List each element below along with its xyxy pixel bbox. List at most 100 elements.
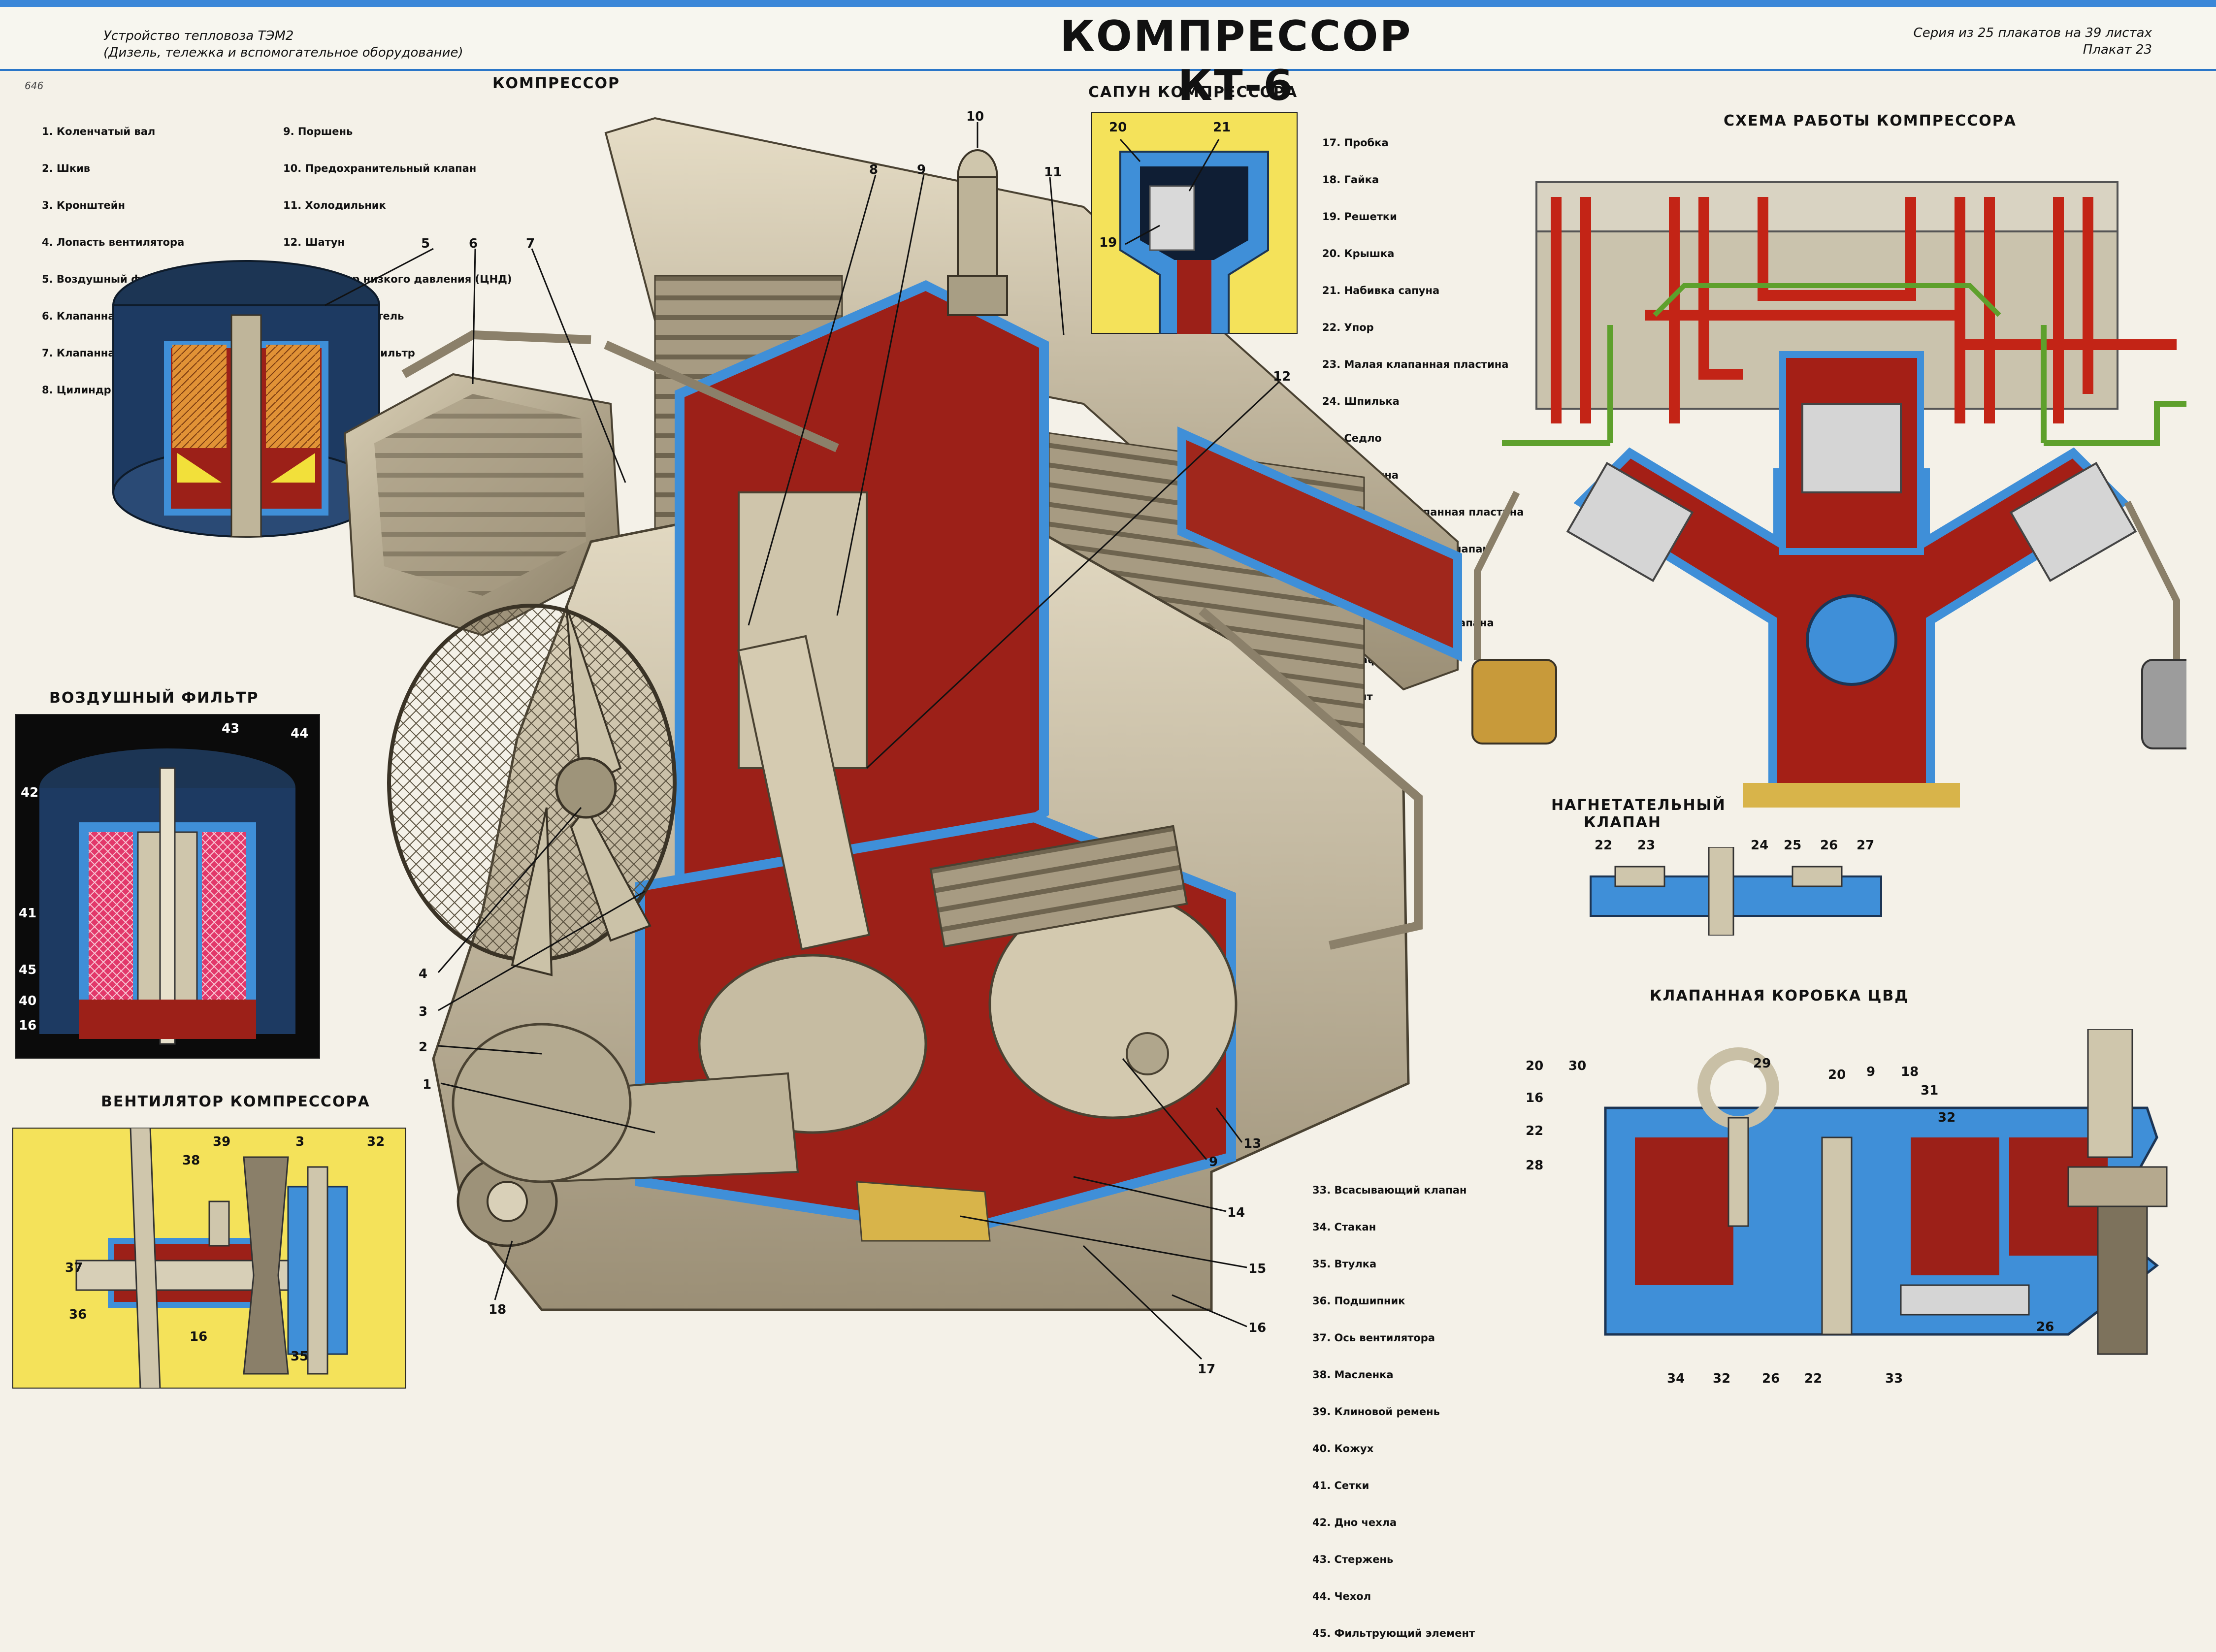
callout-25-valve: 25	[1784, 838, 1802, 853]
air-filter-assembly	[112, 260, 380, 538]
callout-22-box-a: 22	[1526, 1124, 1544, 1138]
header-stripe-top	[0, 0, 2216, 7]
callout-30: 30	[1568, 1059, 1587, 1073]
callout-27-valve: 27	[1857, 838, 1875, 853]
breather-title: САПУН КОМПРЕССОРА	[1088, 84, 1298, 101]
scheme-title: СХЕМА РАБОТЫ КОМПРЕССОРА	[1724, 112, 2017, 130]
legend-item: 35. Втулка	[1312, 1258, 1377, 1270]
callout-36: 36	[69, 1307, 87, 1322]
callout-16-filter: 16	[19, 1018, 37, 1033]
callout-19: 19	[1099, 235, 1117, 250]
callout-3-fan: 3	[295, 1134, 305, 1149]
callout-16: 16	[1248, 1321, 1267, 1335]
callout-45: 45	[19, 963, 37, 977]
fan-title: ВЕНТИЛЯТОР КОМПРЕССОРА	[101, 1093, 370, 1110]
callout-37: 37	[65, 1261, 83, 1275]
valve-box-title: КЛАПАННАЯ КОРОБКА ЦВД	[1650, 987, 1909, 1004]
callout-7: 7	[526, 236, 535, 251]
legend-item: 22. Упор	[1322, 322, 1374, 333]
legend-item: 44. Чехол	[1312, 1590, 1371, 1602]
callout-17: 17	[1198, 1362, 1216, 1377]
callout-13: 13	[1243, 1136, 1262, 1151]
callout-20-box-b: 20	[1828, 1068, 1846, 1082]
legend-item: 18. Гайка	[1322, 174, 1379, 186]
callout-26-box-b: 26	[1762, 1371, 1780, 1386]
operation-scheme	[1471, 181, 2186, 808]
callout-9-box: 9	[1866, 1065, 1876, 1079]
callout-4: 4	[419, 967, 428, 981]
fan-inset	[12, 1128, 406, 1389]
callout-21: 21	[1213, 120, 1231, 135]
callout-31: 31	[1921, 1083, 1939, 1098]
callout-6: 6	[469, 236, 478, 251]
fan-assembly	[387, 604, 677, 976]
hp-valve-box-drawing	[1604, 1029, 2168, 1355]
callout-18-box: 18	[1901, 1065, 1919, 1079]
callout-42: 42	[21, 785, 39, 800]
legend-item: 41. Сетки	[1312, 1480, 1369, 1491]
legend-item: 42. Дно чехла	[1312, 1517, 1397, 1528]
callout-29: 29	[1753, 1056, 1771, 1071]
callout-11: 11	[1044, 165, 1062, 180]
poster-number: Плакат 23	[2083, 42, 2152, 57]
callout-2: 2	[419, 1040, 428, 1055]
series-info-left: Устройство тепловоза ТЭМ2 (Дизель, тележ…	[103, 28, 463, 61]
legend-item: 34. Стакан	[1312, 1221, 1376, 1233]
callout-14: 14	[1227, 1205, 1245, 1220]
callout-8: 8	[869, 162, 879, 177]
callout-16-box: 16	[1526, 1091, 1544, 1105]
legend-item: 40. Кожух	[1312, 1443, 1374, 1455]
air-filter-title: ВОЗДУШНЫЙ ФИЛЬТР	[49, 689, 259, 707]
legend-item: 11. Холодильник	[283, 199, 386, 211]
callout-32-box-b: 32	[1713, 1371, 1731, 1386]
callout-1: 1	[423, 1077, 432, 1092]
callout-26-box-a: 26	[2036, 1320, 2054, 1334]
callout-20: 20	[1109, 120, 1127, 135]
callout-39: 39	[213, 1134, 231, 1149]
callout-26-valve: 26	[1820, 838, 1838, 853]
legend-item: 45. Фильтрующий элемент	[1312, 1627, 1475, 1639]
discharge-valve-title-2: КЛАПАН	[1583, 814, 1662, 831]
legend-item: 24. Шпилька	[1322, 395, 1400, 407]
callout-34: 34	[1667, 1371, 1685, 1386]
callout-24-valve: 24	[1751, 838, 1769, 853]
callout-44: 44	[291, 726, 309, 741]
callout-18: 18	[489, 1302, 507, 1317]
legend-item: 12. Шатун	[283, 236, 345, 248]
header	[0, 0, 2216, 71]
discharge-valve-drawing	[1590, 847, 1882, 936]
callout-20-box-a: 20	[1526, 1059, 1544, 1073]
corner-mark: 646	[25, 80, 44, 92]
legend-item: 37. Ось вентилятора	[1312, 1332, 1435, 1344]
callout-35: 35	[291, 1349, 309, 1364]
series-info-right: Серия из 25 плакатов на 39 листах Плакат…	[1886, 25, 2152, 58]
callout-32-box-a: 32	[1938, 1110, 1956, 1125]
callout-22-box-b: 22	[1804, 1371, 1823, 1386]
callout-41: 41	[19, 906, 37, 921]
callout-38: 38	[182, 1153, 200, 1168]
legend-item: 17. Пробка	[1322, 137, 1389, 149]
legend-item: 21. Набивка сапуна	[1322, 285, 1440, 296]
subtitle-line-2: (Дизель, тележка и вспомогательное обору…	[103, 45, 463, 60]
callout-40: 40	[19, 994, 37, 1008]
air-filter-inset	[15, 714, 320, 1059]
breather-inset	[1091, 112, 1298, 334]
legend-item: 36. Подшипник	[1312, 1295, 1405, 1307]
legend-item: 23. Малая клапанная пластина	[1322, 358, 1509, 370]
legend-item: 2. Шкив	[42, 162, 91, 174]
legend-item: 10. Предохранительный клапан	[283, 162, 477, 174]
callout-9-top: 9	[917, 162, 926, 177]
legend-item: 19. Решетки	[1322, 211, 1397, 223]
callout-12: 12	[1273, 369, 1291, 384]
callout-33: 33	[1885, 1371, 1903, 1386]
callout-43: 43	[222, 721, 240, 736]
legend-item: 33. Всасывающий клапан	[1312, 1184, 1467, 1196]
callout-23-valve: 23	[1637, 838, 1656, 853]
legend-item: 1. Коленчатый вал	[42, 126, 156, 137]
legend-item: 4. Лопасть вентилятора	[42, 236, 185, 248]
compressor-title: КОМПРЕССОР	[492, 75, 620, 92]
legend-item: 43. Стержень	[1312, 1554, 1394, 1565]
callout-9-bottom: 9	[1209, 1155, 1218, 1169]
legend-item: 38. Масленка	[1312, 1369, 1394, 1381]
callout-28: 28	[1526, 1158, 1544, 1173]
